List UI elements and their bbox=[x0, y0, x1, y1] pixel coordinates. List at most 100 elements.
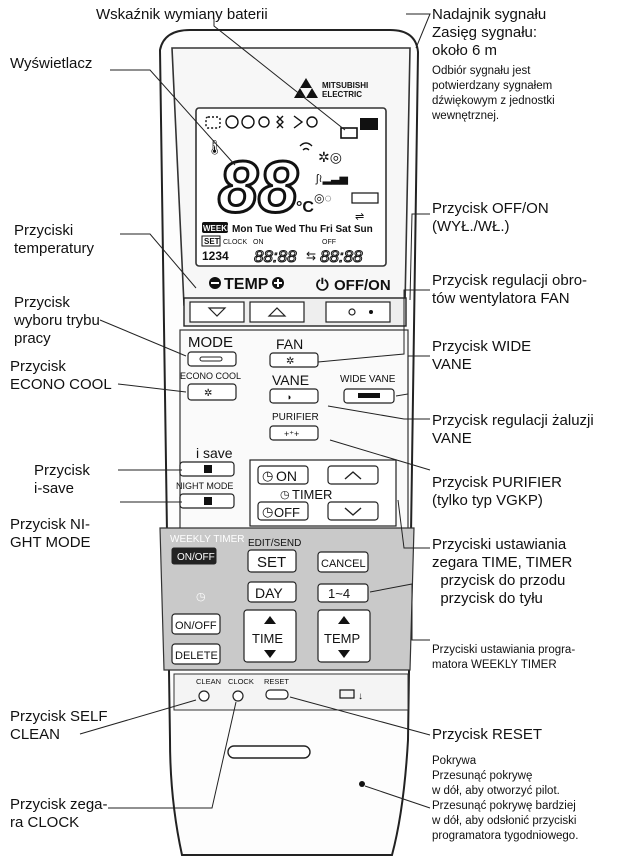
timer-up-button bbox=[327, 465, 379, 485]
book-icon bbox=[360, 118, 378, 130]
label-off-on: Przycisk OFF/ON (WYŁ./WŁ.) bbox=[432, 200, 549, 235]
label-mode-button: Przycisk wyboru trybu pracy bbox=[14, 294, 100, 347]
label-isave-button: Przycisk i-save bbox=[34, 462, 90, 497]
purifier-icon2: +⁺+ bbox=[284, 429, 299, 439]
label-fan-speed: Przycisk regulacji obro- tów wentylatora… bbox=[432, 272, 588, 307]
wide-vane-label: WIDE VANE bbox=[340, 374, 396, 385]
cover-grip bbox=[227, 745, 311, 759]
label-weekly-timer: Przyciski ustawiania progra- matora WEEK… bbox=[432, 644, 576, 671]
set-button bbox=[247, 549, 297, 573]
vane-label: VANE bbox=[272, 372, 309, 388]
label-econo-button: Przycisk ECONO COOL bbox=[10, 358, 112, 393]
label-self-clean: Przycisk SELF CLEAN bbox=[10, 708, 108, 743]
lcd-set: SET bbox=[204, 237, 220, 246]
label-vane: Przycisk regulacji żaluzji VANE bbox=[432, 412, 594, 447]
reset-label: RESET bbox=[264, 677, 289, 686]
offon-button bbox=[325, 301, 391, 323]
lcd-unit: °C bbox=[296, 199, 314, 216]
label-night-button: Przycisk NI- GHT MODE bbox=[10, 516, 91, 551]
timer-on-button bbox=[257, 465, 309, 485]
lcd-days: Mon Tue Wed Thu Fri Sat Sun bbox=[232, 224, 373, 235]
lcd-off-small: OFF bbox=[322, 239, 336, 246]
temp-minus-icon bbox=[209, 277, 221, 289]
time-text: TIME bbox=[252, 631, 283, 646]
brand-logo bbox=[294, 78, 318, 98]
timer-off-clock-icon: ◷ bbox=[262, 504, 273, 519]
weekly-timer-label: WEEKLY TIMER bbox=[170, 534, 244, 545]
clock-button bbox=[232, 690, 244, 702]
label-purifier: Przycisk PURIFIER (tylko typ VGKP) bbox=[432, 474, 563, 509]
label-time-timer: Przyciski ustawiania zegara TIME, TIMER … bbox=[432, 536, 573, 607]
fan-vane-icons: ✲◎ bbox=[318, 149, 342, 165]
fan-icon: ✲ bbox=[286, 356, 294, 367]
temp-up-button bbox=[249, 301, 305, 323]
lcd-time-right: 88:88 bbox=[320, 247, 363, 266]
fan-button bbox=[269, 352, 319, 368]
timer-clock-icon: ◷ bbox=[280, 489, 290, 501]
delete-button bbox=[171, 643, 221, 665]
purifier-label: PURIFIER bbox=[272, 412, 319, 423]
isave-label: i save bbox=[196, 445, 233, 461]
timer-label: TIMER bbox=[292, 487, 332, 502]
purifier-icon: ⇌ bbox=[355, 211, 364, 223]
weekly-onoff-button bbox=[171, 547, 217, 565]
wide-vane-icon bbox=[351, 192, 379, 204]
edit-send-label: EDIT/SEND bbox=[248, 538, 301, 549]
one-four-button bbox=[317, 583, 369, 603]
purifier-button bbox=[269, 425, 319, 441]
day-button bbox=[247, 581, 297, 603]
mode-icons-row bbox=[205, 115, 318, 129]
label-reset: Przycisk RESET bbox=[432, 726, 543, 743]
clean-button bbox=[198, 690, 210, 702]
onoff2-button bbox=[171, 613, 221, 635]
temp-text: TEMP bbox=[324, 631, 360, 646]
offon-label: OFF/ON bbox=[334, 277, 391, 294]
econo-cool-button bbox=[187, 383, 237, 401]
weekly-clock-icon: ◷ bbox=[196, 591, 206, 603]
lcd-on-small: ON bbox=[253, 239, 264, 246]
label-transmitter: Nadajnik sygnału Zasięg sygnału: około 6… bbox=[432, 6, 547, 59]
brand-line1: MITSUBISHI bbox=[322, 81, 368, 90]
mode-label: MODE bbox=[188, 334, 233, 351]
timer-down-button bbox=[327, 501, 379, 521]
weekly-badge-bg bbox=[202, 222, 228, 233]
label-cover: Pokrywa Przesunąć pokrywę w dół, aby otw… bbox=[432, 755, 579, 842]
day-text: DAY bbox=[255, 585, 283, 601]
time-button bbox=[243, 609, 297, 663]
temp-label: TEMP bbox=[224, 276, 269, 293]
set-badge-box bbox=[201, 235, 221, 247]
label-clock-button: Przycisk zega- ra CLOCK bbox=[10, 796, 108, 831]
set-text: SET bbox=[257, 554, 286, 571]
one-four-text: 1~4 bbox=[328, 586, 350, 601]
cancel-button bbox=[317, 551, 369, 573]
econo-icon: ✲ bbox=[204, 388, 212, 399]
lcd-arrow: ⇆ bbox=[306, 249, 316, 263]
lcd-time-left: 88:88 bbox=[254, 247, 297, 266]
label-transmitter-note: Odbiór sygnału jest potwierdzany sygnałe… bbox=[432, 65, 555, 122]
bottom-button-row bbox=[173, 673, 409, 711]
thermometer-icon: 🌡 bbox=[206, 139, 224, 155]
vane-icons: ◎◌ bbox=[314, 191, 332, 205]
temp-plus-icon bbox=[272, 277, 284, 289]
battery-arrow-icon: ↓ bbox=[358, 691, 363, 702]
power-icon: ⏻ bbox=[316, 277, 329, 294]
fan-label: FAN bbox=[276, 336, 303, 352]
label-temp-buttons: Przyciski temperatury bbox=[14, 222, 95, 257]
reset-button bbox=[265, 689, 289, 700]
vane-icon: ◑ bbox=[286, 392, 291, 402]
brand-line2: ELECTRIC bbox=[322, 90, 362, 99]
temp-down-button bbox=[189, 301, 245, 323]
econo-label: ECONO COOL bbox=[180, 371, 241, 381]
mode-button bbox=[187, 351, 237, 367]
timer-off-label: OFF bbox=[274, 505, 300, 520]
cancel-text: CANCEL bbox=[321, 558, 366, 570]
battery-icon bbox=[339, 689, 355, 699]
cover-dot bbox=[359, 781, 365, 787]
lcd-program-nums: 1234 bbox=[202, 249, 229, 263]
temp-button bbox=[317, 609, 371, 663]
lcd-display bbox=[195, 107, 387, 267]
timer-on-clock-icon: ◷ bbox=[262, 468, 273, 483]
lcd-clock: CLOCK bbox=[223, 239, 247, 246]
clean-label: CLEAN bbox=[196, 677, 221, 686]
